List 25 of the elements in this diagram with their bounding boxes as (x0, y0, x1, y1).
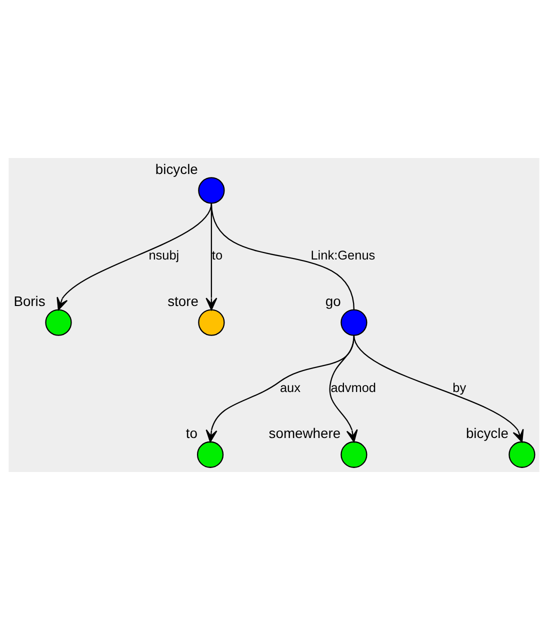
node-circle (340, 440, 368, 468)
node-label: Boris (14, 292, 46, 308)
node-circle (508, 440, 536, 468)
node-label: bicycle (466, 424, 508, 440)
edge-label: by (452, 379, 466, 394)
arrow (206, 334, 355, 442)
node-label: bicycle (155, 160, 198, 176)
node-circle (198, 176, 225, 204)
node-circle (198, 308, 225, 336)
edge-label: aux (280, 379, 300, 394)
node-circle (340, 308, 368, 336)
arrow (353, 334, 524, 442)
edge-label: to (212, 247, 223, 262)
node-circle (45, 308, 72, 336)
connector (210, 202, 355, 310)
edge-label: advmod (330, 379, 376, 394)
node-circle (196, 440, 224, 468)
edge-label: nsubj (148, 247, 180, 262)
arrow (56, 202, 212, 310)
node-label: to (186, 424, 198, 440)
node-label: somewhere (268, 424, 341, 440)
node-label: store (168, 292, 198, 308)
arrow (329, 334, 358, 442)
edge-label: Link:Genus (310, 247, 376, 262)
node-label: go (325, 292, 341, 308)
